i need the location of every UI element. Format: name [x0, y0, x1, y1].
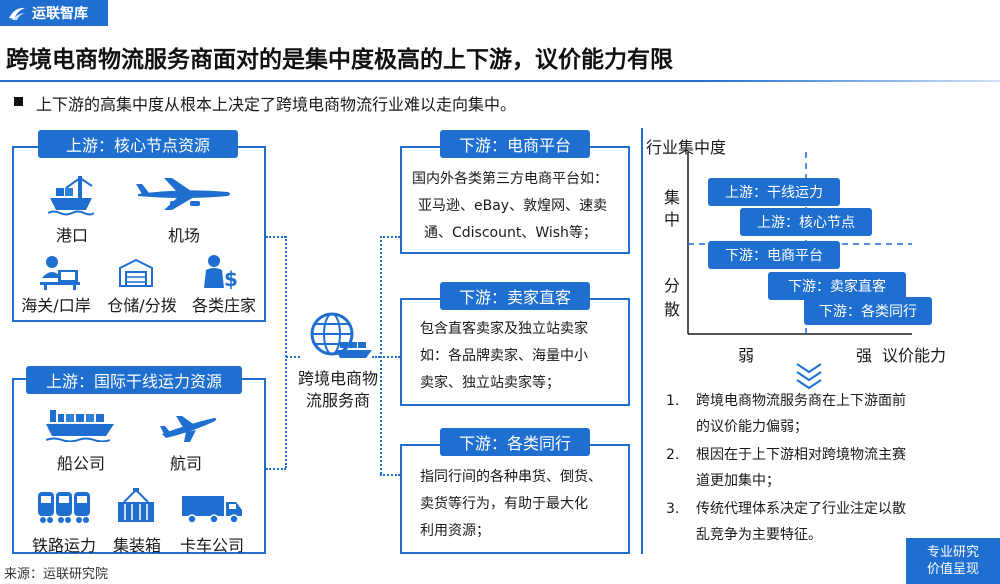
source-note: 来源：运联研究院: [4, 567, 109, 582]
conclusion-number: 1.: [666, 393, 680, 409]
downstream-peer-tag: 下游：各类同行: [440, 428, 590, 456]
upstream-transport-item-airline: 航司: [169, 454, 202, 473]
upstream-transport-item-shipping: 船公司: [56, 454, 105, 473]
chart-y-low-1: 分: [664, 276, 681, 295]
downstream-platform-line: 通、Cdiscount、Wish等；: [424, 225, 597, 241]
title-divider: [0, 80, 1000, 82]
badge-line1: 专业研究: [926, 545, 979, 560]
chart-bar-upstream-node: 上游：核心节点: [740, 208, 872, 236]
upstream-transport-item-container: 集装箱: [112, 536, 161, 555]
upstream-core-item-dealers: 各类庄家: [191, 296, 256, 315]
chart-bar-downstream-platform: 下游：电商平台: [708, 241, 840, 269]
downstream-seller-tag: 下游：卖家直客: [440, 282, 590, 310]
downstream-platform-line: 国内外各类第三方电商平台如：: [412, 171, 608, 187]
chart-xlabel: 议价能力: [882, 346, 947, 365]
global-logistics-icon: [310, 312, 372, 358]
connector-left-v: [285, 236, 287, 468]
logo-text: 运联智库: [32, 6, 88, 22]
brand-logo: 运联智库: [0, 0, 108, 26]
conclusion-line: 根因在于上下游相对跨境物流主赛: [696, 447, 906, 463]
chart-x-strong: 强: [856, 346, 873, 365]
dealer-money-icon: $: [204, 255, 238, 290]
downstream-seller-line: 卖家、独立站卖家等；: [420, 375, 560, 391]
upstream-transport-item-rail: 铁路运力: [31, 536, 96, 555]
conclusion-line: 传统代理体系决定了行业注定以散: [696, 501, 906, 517]
connector-right-v: [380, 236, 382, 474]
conclusion-number: 3.: [666, 501, 680, 517]
downstream-platform-text: 国内外各类第三方电商平台如： 亚马逊、eBay、敦煌网、速卖 通、Cdiscou…: [412, 166, 624, 247]
conclusion-line: 道更加集中；: [696, 473, 780, 489]
container-icon: [118, 488, 154, 522]
customs-officer-icon: [40, 256, 80, 290]
center-label-line2: 流服务商: [305, 391, 370, 410]
downstream-peer-text: 指同行间的各种串货、倒货、 卖货等行为，有助于最大化 利用资源；: [420, 464, 626, 545]
page-title: 跨境电商物流服务商面对的是集中度极高的上下游，议价能力有限: [6, 47, 673, 73]
conclusion-item: 1. 跨境电商物流服务商在上下游面前 的议价能力偏弱；: [666, 388, 956, 440]
section-divider: [641, 128, 643, 554]
conclusion-line: 跨境电商物流服务商在上下游面前: [696, 393, 906, 409]
svg-text:$: $: [224, 267, 238, 290]
downstream-peer-line: 指同行间的各种串货、倒货、: [420, 469, 602, 485]
downstream-platform-line: 亚马逊、eBay、敦煌网、速卖: [418, 198, 608, 214]
port-icon: [48, 176, 94, 216]
train-icon: [38, 492, 90, 523]
upstream-core-item-customs: 海关/口岸: [21, 296, 91, 315]
upstream-transport-tag: 上游：国际干线运力资源: [26, 366, 242, 394]
connector-peer-h: [380, 474, 400, 476]
conclusion-line: 乱竞争为主要特征。: [696, 527, 822, 543]
downstream-peer-line: 利用资源；: [420, 523, 490, 539]
chart-x-weak: 弱: [738, 346, 755, 365]
cargo-ship-icon: [46, 410, 114, 442]
downstream-seller-line: 如：各品牌卖家、海量中小: [420, 348, 588, 364]
upstream-core-item-port: 港口: [55, 226, 88, 245]
connector-core-h: [266, 236, 286, 238]
upstream-transport-item-truck: 卡车公司: [179, 536, 244, 555]
conclusion-item: 3. 传统代理体系决定了行业注定以散 乱竞争为主要特征。: [666, 496, 956, 548]
conclusion-line: 的议价能力偏弱；: [696, 419, 808, 435]
connector-seller-h: [380, 356, 400, 358]
downstream-seller-line: 包含直客卖家及独立站卖家: [420, 321, 588, 337]
logo-mark-icon: [9, 7, 25, 20]
slogan-badge: 专业研究 价值呈现: [906, 538, 1000, 584]
chart-bar-upstream-trunk: 上游：干线运力: [708, 178, 840, 206]
truck-icon: [182, 496, 242, 524]
downstream-seller-text: 包含直客卖家及独立站卖家 如：各品牌卖家、海量中小 卖家、独立站卖家等；: [420, 316, 626, 397]
warehouse-icon: [119, 258, 153, 287]
chart-y-low-2: 散: [664, 300, 681, 319]
chart-bar-downstream-seller: 下游：卖家直客: [768, 272, 906, 300]
conclusion-number: 2.: [666, 447, 680, 463]
summary-bullet: 上下游的高集中度从根本上决定了跨境电商物流行业难以走向集中。: [36, 95, 517, 114]
connector-left-center: [286, 356, 300, 358]
upstream-core-item-warehouse: 仓储/分拨: [107, 296, 177, 315]
chart-y-high-1: 集: [664, 188, 681, 207]
upstream-core-item-airport: 机场: [167, 226, 200, 245]
connector-transport-h: [266, 468, 286, 470]
badge-line2: 价值呈现: [926, 562, 979, 577]
chart-ylabel: 行业集中度: [646, 138, 727, 157]
chart-y-high-2: 中: [664, 210, 681, 229]
connector-platform-h: [380, 236, 400, 238]
conclusion-item: 2. 根因在于上下游相对跨境物流主赛 道更加集中；: [666, 442, 956, 494]
connector-right-center: [372, 356, 380, 358]
chevron-down-icon: [796, 363, 822, 390]
airplane-icon: [136, 178, 230, 210]
downstream-peer-line: 卖货等行为，有助于最大化: [420, 496, 588, 512]
downstream-platform-tag: 下游：电商平台: [440, 130, 590, 158]
center-label-line1: 跨境电商物: [297, 369, 378, 388]
chart-bar-downstream-peer: 下游：各类同行: [804, 297, 932, 325]
bullet-square-icon: [14, 97, 23, 106]
upstream-core-tag: 上游：核心节点资源: [38, 130, 238, 158]
airline-plane-icon: [160, 416, 217, 442]
